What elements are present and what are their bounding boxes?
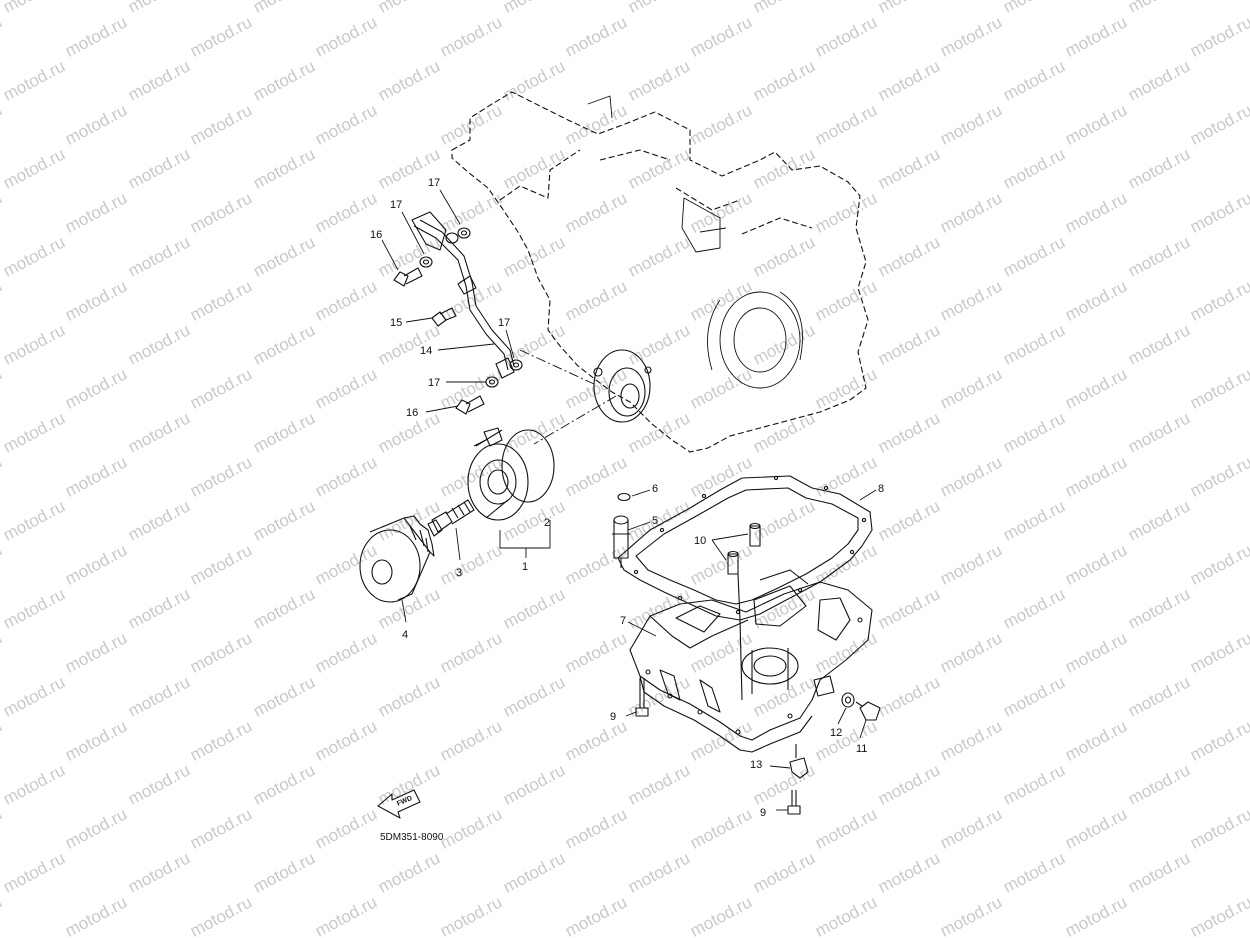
engine-crankcase bbox=[451, 91, 869, 453]
copper-washer bbox=[419, 227, 523, 388]
callout-9: 9 bbox=[760, 807, 766, 819]
oil-delivery-pipe bbox=[411, 211, 515, 379]
union-bolt-16 bbox=[393, 267, 423, 287]
callout-17: 17 bbox=[428, 377, 440, 389]
callout-3: 3 bbox=[456, 567, 462, 579]
alignment-line-cooler bbox=[533, 395, 617, 445]
callout-1: 1 bbox=[522, 561, 528, 573]
callout-11: 11 bbox=[856, 743, 867, 755]
bolt-15 bbox=[431, 307, 457, 327]
union-bolt bbox=[427, 499, 475, 537]
callout-2: 2 bbox=[544, 517, 550, 529]
callout-7: 7 bbox=[620, 615, 626, 627]
callout-5: 5 bbox=[652, 515, 658, 527]
callout-17: 17 bbox=[428, 177, 440, 189]
callout-14: 14 bbox=[420, 345, 432, 357]
callout-17: 17 bbox=[498, 317, 510, 329]
alignment-line-pipe bbox=[519, 349, 595, 385]
callout-16: 16 bbox=[406, 407, 418, 419]
callout-4: 4 bbox=[402, 629, 408, 641]
drain-plug bbox=[855, 701, 881, 721]
dowel-pin bbox=[727, 522, 761, 575]
callout-10: 10 bbox=[694, 535, 706, 547]
callout-13: 13 bbox=[750, 759, 762, 771]
callout-8: 8 bbox=[878, 483, 884, 495]
callout-16: 16 bbox=[370, 229, 382, 241]
callout-6: 6 bbox=[652, 483, 658, 495]
diagram-code: 5DM351-8090 bbox=[380, 832, 444, 843]
bolt bbox=[635, 678, 649, 717]
forward-arrow-icon bbox=[377, 789, 421, 819]
engine-detail-lines bbox=[587, 95, 803, 389]
callout-12: 12 bbox=[830, 727, 842, 739]
cooler-mount-flange bbox=[593, 349, 652, 423]
clamp bbox=[789, 744, 809, 779]
callout-15: 15 bbox=[390, 317, 402, 329]
leader-lines bbox=[381, 189, 877, 811]
o-ring bbox=[617, 492, 631, 502]
callout-17: 17 bbox=[390, 199, 402, 211]
oil-pipe bbox=[612, 515, 630, 568]
bolt bbox=[787, 790, 801, 815]
oil-pan-gasket bbox=[617, 475, 873, 621]
oil-filter-cartridge bbox=[359, 515, 435, 603]
oil-pan bbox=[629, 569, 873, 753]
gasket bbox=[841, 692, 855, 708]
callout-9: 9 bbox=[610, 711, 616, 723]
oil-cooler bbox=[467, 427, 555, 521]
union-bolt-16 bbox=[455, 395, 485, 415]
